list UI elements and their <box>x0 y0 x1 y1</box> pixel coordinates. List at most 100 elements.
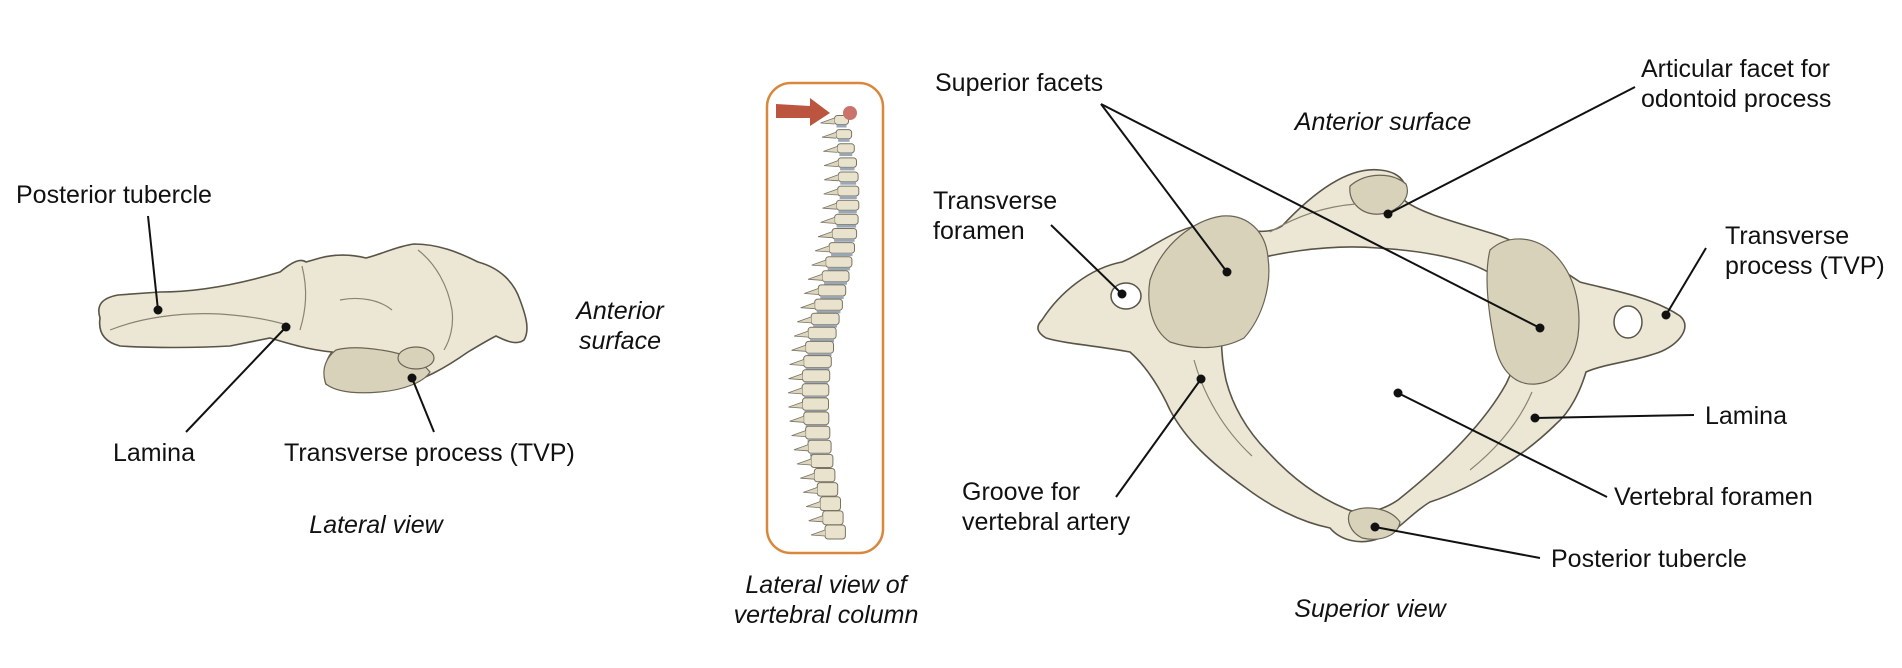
vertebra-segment <box>825 256 853 268</box>
lateral-posterior-tubercle-label: Posterior tubercle <box>16 181 212 209</box>
superior-transverse-process-label-line1: Transverse <box>1725 222 1849 250</box>
vertebra-segment <box>814 298 843 311</box>
vertebra-segment <box>828 242 855 254</box>
spinous-process <box>823 160 839 167</box>
spinous-process <box>789 415 804 423</box>
groove-vertebral-artery-label-line2: vertebral artery <box>962 508 1131 536</box>
vertebra-segment <box>836 143 855 154</box>
spinous-process <box>814 245 830 253</box>
intervertebral-disc <box>824 281 847 285</box>
vertebra-segment <box>837 171 859 183</box>
spinous-process <box>810 529 826 537</box>
vertebra-segment <box>837 185 860 197</box>
intervertebral-disc <box>831 253 853 257</box>
lateral-anterior-surface-label-line1: Anterior <box>574 297 665 325</box>
spinous-process <box>803 487 818 494</box>
superior-view-atlas-drawing <box>1037 168 1686 543</box>
superior-view-group: Superior facets Anterior surface Articul… <box>933 55 1885 623</box>
vertebra-segment <box>803 355 832 369</box>
intervertebral-disc <box>816 310 841 314</box>
atlas-highlight <box>843 106 857 120</box>
vertebra-segment <box>805 340 834 354</box>
spinous-process <box>805 501 821 508</box>
spinous-process <box>820 117 835 125</box>
intervertebral-disc <box>807 353 832 357</box>
vertebra-segment <box>807 439 832 454</box>
spinous-process <box>817 231 833 239</box>
spinous-process <box>789 359 804 366</box>
lateral-transverse-process-label: Transverse process (TVP) <box>284 439 575 467</box>
spinous-process <box>793 444 809 452</box>
superior-anterior-surface-label: Anterior surface <box>1293 108 1471 136</box>
intervertebral-disc <box>840 167 855 171</box>
intervertebral-disc <box>839 196 857 199</box>
vertebra-segment <box>801 383 830 397</box>
vertebra-segment <box>831 228 858 240</box>
spinous-process <box>804 288 819 295</box>
lateral-view-group: Posterior tubercle Lamina Transverse pro… <box>16 181 665 539</box>
spinous-process <box>800 302 815 310</box>
vertebra-segment <box>810 453 834 468</box>
spinous-process <box>793 330 809 338</box>
intervertebral-disc <box>836 124 847 128</box>
spinous-process <box>788 373 803 381</box>
vertebra-segment <box>802 369 831 383</box>
superior-lamina-label: Lamina <box>1705 402 1787 430</box>
vertebra-segment <box>802 397 829 411</box>
intervertebral-disc <box>836 224 857 228</box>
column-caption-line2: vertebral column <box>734 601 919 629</box>
articular-facet-label-line1: Articular facet for <box>1641 55 1830 83</box>
spinous-process <box>796 458 812 466</box>
column-frame <box>765 81 885 555</box>
spinous-process <box>791 430 806 437</box>
intervertebral-disc <box>805 367 830 371</box>
spinous-process <box>791 344 806 352</box>
spinous-process <box>824 174 839 182</box>
vertebra-segment <box>807 326 837 340</box>
spinous-process <box>788 401 803 409</box>
spinous-process <box>797 316 812 324</box>
spinous-process <box>823 146 838 153</box>
vertebra-segment <box>837 157 857 168</box>
vertebra-segment <box>817 284 847 297</box>
superior-transverse-process-label-line2: process (TVP) <box>1725 252 1885 280</box>
articular-facet-label-line2: odontoid process <box>1641 85 1831 113</box>
intervertebral-disc <box>839 153 853 157</box>
spinous-process <box>800 472 815 480</box>
vertebra-segment <box>816 482 839 497</box>
intervertebral-disc <box>810 338 835 342</box>
lateral-anterior-surface-label-line2: surface <box>579 327 661 355</box>
intervertebral-disc <box>820 296 844 299</box>
vertebra-segment <box>824 524 846 540</box>
vertebra-segment <box>836 199 860 211</box>
spinous-process <box>823 188 838 196</box>
spinous-process <box>807 273 823 281</box>
column-caption-line1: Lateral view of <box>745 571 909 599</box>
superior-view-caption: Superior view <box>1294 595 1447 623</box>
intervertebral-disc <box>813 324 838 328</box>
vertebra-segment <box>813 468 836 483</box>
vertebra-segment <box>822 510 844 526</box>
intervertebral-disc <box>838 138 850 142</box>
spinous-process <box>787 387 803 395</box>
column-view-group: Lateral view of vertebral column <box>734 81 919 629</box>
vertebra-segment <box>819 496 841 511</box>
spinous-process <box>811 259 826 267</box>
transverse-foramen-label-line1: Transverse <box>933 187 1057 215</box>
superior-posterior-tubercle-label: Posterior tubercle <box>1551 545 1747 573</box>
spinous-process <box>821 131 837 139</box>
spinous-process <box>822 202 837 210</box>
vertebra-segment <box>834 213 859 226</box>
vertebra-segment <box>803 411 830 426</box>
intervertebral-disc <box>838 210 857 214</box>
vertebral-column-drawing <box>787 115 860 540</box>
groove-vertebral-artery-label-line1: Groove for <box>962 478 1080 506</box>
transverse-foramen-label-line2: foramen <box>933 217 1025 245</box>
pointer-arrow-icon <box>776 98 830 126</box>
intervertebral-disc <box>834 238 855 242</box>
vertebra-segment <box>821 270 850 283</box>
spinous-process <box>808 515 823 523</box>
lateral-view-caption: Lateral view <box>309 511 444 539</box>
vertebral-foramen-label: Vertebral foramen <box>1614 483 1813 511</box>
